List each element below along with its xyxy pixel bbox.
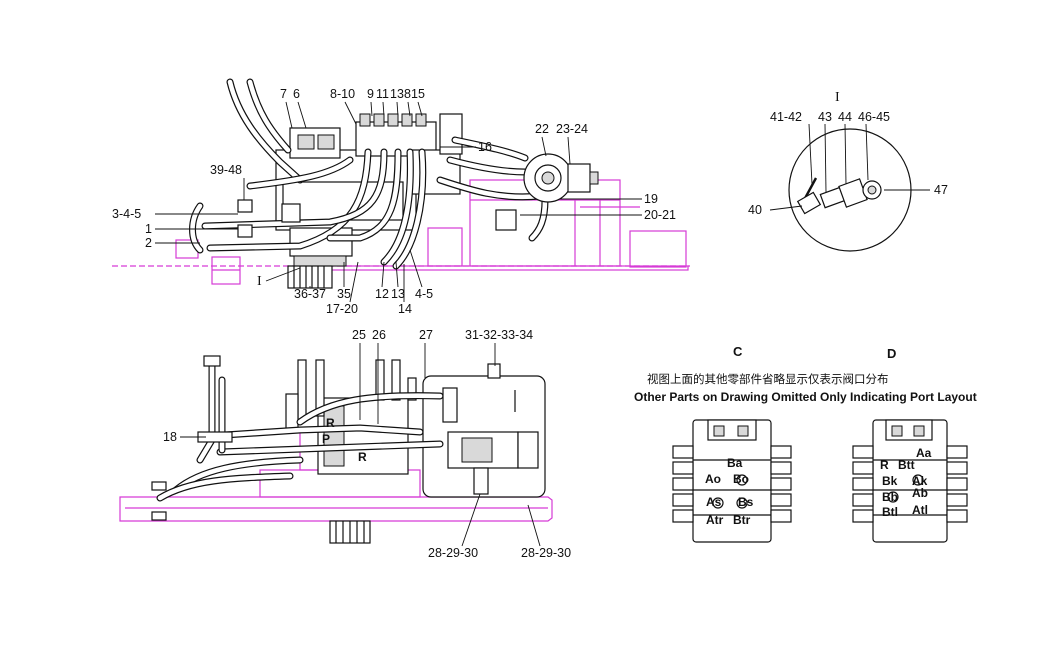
side-view-labels: 25 26 27 31-32-33-34 18 28-29-30 28-29-3…: [163, 328, 571, 560]
top-view-labels: 7 6 8-10 9 11 13 8 15 22 23-24 16 19 20-…: [112, 87, 676, 316]
callout-19: 19: [644, 192, 658, 206]
callout-28-29-30-a: 28-29-30: [428, 546, 478, 560]
detail-callout-46-45: 46-45: [858, 110, 890, 124]
callout-4-5: 4-5: [415, 287, 433, 301]
callout-26: 26: [372, 328, 386, 342]
callout-17-20: 17-20: [326, 302, 358, 316]
callout-14: 14: [398, 302, 412, 316]
port-d-Bb: Bb: [882, 490, 898, 504]
side-view-assembly: R P R: [119, 355, 553, 544]
callout-6: 6: [293, 87, 300, 101]
port-d-Aa: Aa: [916, 446, 932, 460]
callout-27: 27: [419, 328, 433, 342]
port-c-Bs: Bs: [738, 495, 754, 509]
port-c-Atr: Atr: [706, 513, 724, 527]
callout-8: 8: [404, 87, 411, 101]
callout-39-48: 39-48: [210, 163, 242, 177]
callout-20-21: 20-21: [644, 208, 676, 222]
side-port-R2: R: [358, 450, 367, 464]
port-d-Ab: Ab: [912, 486, 928, 500]
callout-35: 35: [337, 287, 351, 301]
port-d-R: R: [880, 458, 889, 472]
callout-16: 16: [478, 140, 492, 154]
detail-callout-43: 43: [818, 110, 832, 124]
detail-I-title: I: [835, 90, 840, 105]
callout-28-29-30-b: 28-29-30: [521, 546, 571, 560]
callout-8-10: 8-10: [330, 87, 355, 101]
port-c-Btr: Btr: [733, 513, 751, 527]
port-d-Btl: Btl: [882, 505, 898, 519]
detail-callout-41-42: 41-42: [770, 110, 802, 124]
port-d-Btt: Btt: [898, 458, 915, 472]
detail-callout-47: 47: [934, 183, 948, 197]
view-d-title: D: [887, 346, 896, 361]
callout-13b: 13: [391, 287, 405, 301]
callout-2: 2: [145, 236, 152, 250]
callout-25: 25: [352, 328, 366, 342]
views-c-d: C D 视图上面的其他零部件省略显示仅表示阀口分布 Other Parts on…: [634, 344, 977, 543]
callout-3-4-5: 3-4-5: [112, 207, 141, 221]
port-c-Ao: Ao: [705, 472, 721, 486]
callout-13: 13: [390, 87, 404, 101]
detail-I: I 41-42 43 44 46-45 47 40: [748, 90, 948, 252]
callout-18: 18: [163, 430, 177, 444]
port-d-Bk: Bk: [882, 474, 898, 488]
callout-7: 7: [280, 87, 287, 101]
callout-23-24: 23-24: [556, 122, 588, 136]
note-chinese: 视图上面的其他零部件省略显示仅表示阀口分布: [647, 372, 889, 386]
detail-callout-44: 44: [838, 110, 852, 124]
callout-11: 11: [376, 87, 389, 101]
callout-1: 1: [145, 222, 152, 236]
port-c-Bo: Bo: [733, 472, 749, 486]
side-port-P: P: [322, 432, 330, 446]
view-c-title: C: [733, 344, 743, 359]
callout-12: 12: [375, 287, 389, 301]
port-d-Ak: Ak: [912, 474, 928, 488]
callout-36-37: 36-37: [294, 287, 326, 301]
detail-marker-I: I: [257, 274, 262, 289]
callout-31-32-33-34: 31-32-33-34: [465, 328, 533, 342]
port-c-As: As: [706, 495, 722, 509]
port-d-Atl: Atl: [912, 503, 928, 517]
callout-9: 9: [367, 87, 374, 101]
callout-22: 22: [535, 122, 549, 136]
callout-15: 15: [411, 87, 425, 101]
side-port-R1: R: [326, 416, 335, 430]
port-c-Ba: Ba: [727, 456, 743, 470]
detail-callout-40: 40: [748, 203, 762, 217]
note-english: Other Parts on Drawing Omitted Only Indi…: [634, 390, 977, 404]
top-view-assembly: I: [112, 78, 690, 289]
